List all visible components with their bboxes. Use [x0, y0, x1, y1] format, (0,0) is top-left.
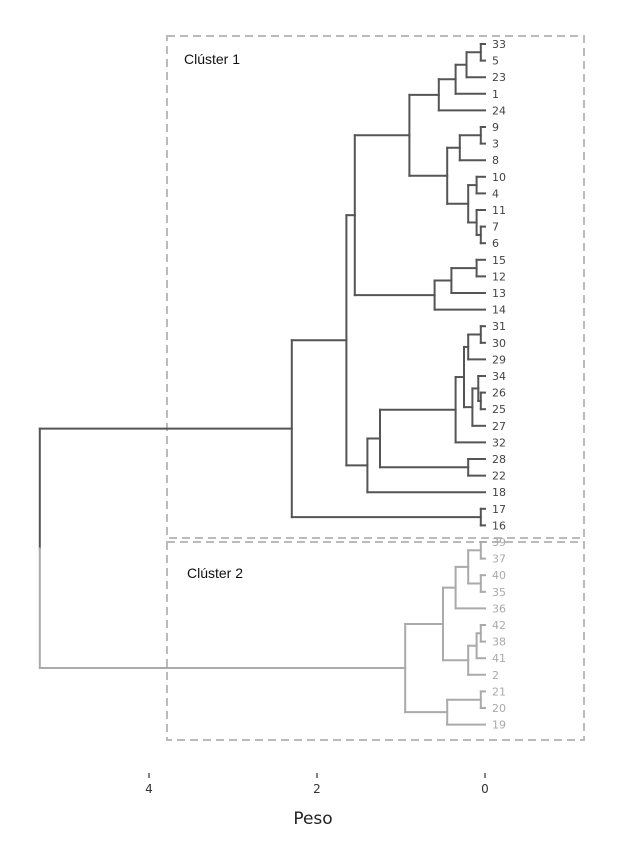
leaf-label-28: 28 [492, 453, 506, 466]
leaf-label-31: 31 [492, 320, 506, 333]
leaf-label-3: 3 [492, 138, 499, 151]
leaf-label-4: 4 [492, 187, 499, 200]
leaf-label-30: 30 [492, 337, 506, 350]
leaf-label-17: 17 [492, 503, 506, 516]
leaf-label-20: 20 [492, 702, 506, 715]
leaf-label-5: 5 [492, 55, 499, 68]
leaf-label-15: 15 [492, 254, 506, 267]
leaf-label-33: 33 [492, 38, 506, 51]
x-axis-title: Peso [293, 809, 332, 829]
leaf-label-24: 24 [492, 104, 506, 117]
cluster-label-2: Clúster 2 [187, 565, 243, 581]
leaf-label-38: 38 [492, 636, 506, 649]
leaf-label-1: 1 [492, 88, 499, 101]
cluster-label-1: Clúster 1 [184, 51, 240, 67]
cluster-box-1 [166, 35, 585, 539]
leaf-label-42: 42 [492, 619, 506, 632]
x-tick-label-0: 0 [481, 782, 489, 796]
leaf-label-25: 25 [492, 403, 506, 416]
leaf-label-18: 18 [492, 486, 506, 499]
leaf-label-16: 16 [492, 519, 506, 532]
leaf-label-10: 10 [492, 171, 506, 184]
leaf-label-36: 36 [492, 602, 506, 615]
leaf-label-11: 11 [492, 204, 506, 217]
leaf-label-14: 14 [492, 304, 506, 317]
leaf-label-32: 32 [492, 436, 506, 449]
leaf-label-8: 8 [492, 154, 499, 167]
leaf-label-26: 26 [492, 387, 506, 400]
leaf-label-23: 23 [492, 71, 506, 84]
leaf-label-29: 29 [492, 353, 506, 366]
x-tick-label-2: 2 [313, 782, 321, 796]
leaf-label-35: 35 [492, 586, 506, 599]
leaf-label-40: 40 [492, 569, 506, 582]
leaf-label-6: 6 [492, 237, 499, 250]
leaf-label-9: 9 [492, 121, 499, 134]
leaf-label-7: 7 [492, 221, 499, 234]
cluster-box-2 [166, 541, 585, 741]
leaf-label-37: 37 [492, 553, 506, 566]
leaf-label-13: 13 [492, 287, 506, 300]
leaf-label-41: 41 [492, 652, 506, 665]
leaf-label-34: 34 [492, 370, 506, 383]
leaf-label-39: 39 [492, 536, 506, 549]
leaf-label-19: 19 [492, 719, 506, 732]
leaf-label-22: 22 [492, 470, 506, 483]
leaf-label-12: 12 [492, 270, 506, 283]
leaf-label-27: 27 [492, 420, 506, 433]
leaf-label-21: 21 [492, 685, 506, 698]
leaf-label-2: 2 [492, 669, 499, 682]
x-tick-label-4: 4 [145, 782, 153, 796]
